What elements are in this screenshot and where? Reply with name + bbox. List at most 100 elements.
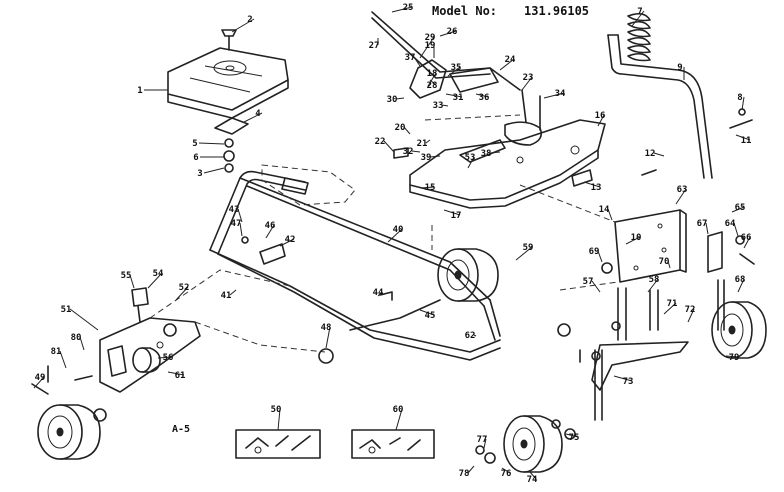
leader-line-14	[607, 208, 613, 221]
part-callout-77: 77	[477, 435, 488, 445]
part-callout-43: 43	[229, 205, 240, 215]
leader-line-60	[395, 408, 403, 431]
part-callout-62: 62	[465, 331, 476, 341]
leader-line-79	[725, 355, 739, 358]
part-callout-79: 79	[729, 353, 740, 363]
leader-line-63	[675, 188, 687, 205]
steering-shaft	[607, 34, 713, 179]
leader-line-62	[473, 334, 477, 337]
leader-line-51	[69, 308, 99, 331]
part-callout-78: 78	[459, 469, 470, 479]
part-callout-3: 3	[197, 169, 202, 179]
leader-line-20	[403, 126, 411, 135]
leader-line-72	[687, 308, 695, 323]
main-frame	[209, 170, 501, 361]
part-callout-52: 52	[179, 283, 190, 293]
part-callout-16: 16	[595, 111, 606, 121]
part-callout-44: 44	[373, 288, 384, 298]
part-callout-13: 13	[591, 183, 602, 193]
part-callout-30: 30	[387, 95, 398, 105]
linkage-rod	[424, 114, 521, 121]
leader-line-78	[467, 465, 475, 474]
leader-line-34	[543, 92, 565, 99]
leader-line-29	[419, 36, 435, 59]
part-callout-27: 27	[369, 41, 380, 51]
platform-assembly	[409, 119, 606, 209]
leader-line-81	[59, 350, 67, 369]
part-callout-29: 29	[425, 33, 436, 43]
leader-line-18	[427, 72, 437, 87]
leader-line-59	[515, 246, 533, 261]
leader-line-75	[565, 433, 579, 438]
part-callout-28: 28	[427, 81, 438, 91]
leader-line-39	[429, 155, 441, 158]
leader-line-71	[663, 302, 677, 315]
leader-line-80	[79, 336, 85, 351]
seat-support	[261, 164, 356, 206]
part-callout-56: 56	[163, 353, 174, 363]
part-callout-39: 39	[421, 153, 432, 163]
part-callout-23: 23	[523, 73, 534, 83]
part-callout-54: 54	[153, 269, 164, 279]
part-callout-72: 72	[685, 305, 696, 315]
wheel-rear-right	[711, 301, 767, 359]
leader-line-24	[499, 58, 515, 71]
part-callout-5: 5	[192, 139, 197, 149]
part-callout-12: 12	[645, 149, 656, 159]
part-callout-21: 21	[417, 139, 428, 149]
part-callout-66: 66	[741, 233, 752, 243]
leader-line-48	[325, 326, 331, 349]
leader-line-12	[653, 152, 665, 157]
leader-line-61	[167, 371, 185, 376]
leader-line-23	[521, 76, 533, 91]
part-callout-9: 9	[677, 63, 682, 73]
part-callout-48: 48	[321, 323, 332, 333]
dashed-guide-front	[149, 269, 291, 319]
leader-line-58	[647, 278, 659, 293]
leader-line-7	[631, 10, 645, 27]
part-callout-59: 59	[523, 243, 534, 253]
leader-line-54	[147, 272, 163, 289]
part-callout-71: 71	[667, 299, 678, 309]
leader-line-73	[613, 375, 633, 382]
part-callout-57: 57	[583, 277, 594, 287]
part-callout-32: 32	[403, 147, 414, 157]
part-callout-63: 63	[677, 185, 688, 195]
part-callout-20: 20	[395, 123, 406, 133]
leader-line-15	[419, 186, 435, 189]
part-callout-60: 60	[393, 405, 404, 415]
leader-line-65	[731, 206, 745, 213]
leader-line-74	[529, 471, 537, 480]
part-callout-18: 18	[427, 69, 438, 79]
front-axle-arm	[131, 287, 149, 323]
part-callout-64: 64	[725, 219, 736, 229]
leader-line-22	[383, 140, 395, 153]
leader-line-41	[229, 289, 237, 296]
leader-line-76	[501, 467, 511, 474]
leader-line-45	[419, 309, 435, 316]
part-callout-68: 68	[735, 275, 746, 285]
part-callout-37: 37	[405, 53, 416, 63]
part-callout-69: 69	[589, 247, 600, 257]
leader-line-31	[445, 93, 463, 98]
part-callout-49: 49	[35, 373, 46, 383]
part-callout-75: 75	[569, 433, 580, 443]
part-callout-61: 61	[175, 371, 186, 381]
model-label: Model No:	[432, 4, 497, 18]
leader-line-69	[597, 250, 603, 263]
part-callout-15: 15	[425, 183, 436, 193]
leader-line-13	[583, 181, 601, 188]
spring	[627, 12, 651, 62]
part-callout-38: 38	[481, 149, 492, 159]
part-callout-70: 70	[659, 257, 670, 267]
part-callout-10: 10	[631, 233, 642, 243]
part-callout-65: 65	[735, 203, 746, 213]
leader-line-33	[441, 104, 449, 107]
leader-line-8	[741, 96, 745, 111]
leader-line-67	[705, 222, 709, 235]
part-callout-50: 50	[271, 405, 282, 415]
leader-line-43	[237, 208, 243, 223]
leader-line-2	[231, 18, 255, 33]
part-callout-4: 4	[255, 109, 261, 119]
